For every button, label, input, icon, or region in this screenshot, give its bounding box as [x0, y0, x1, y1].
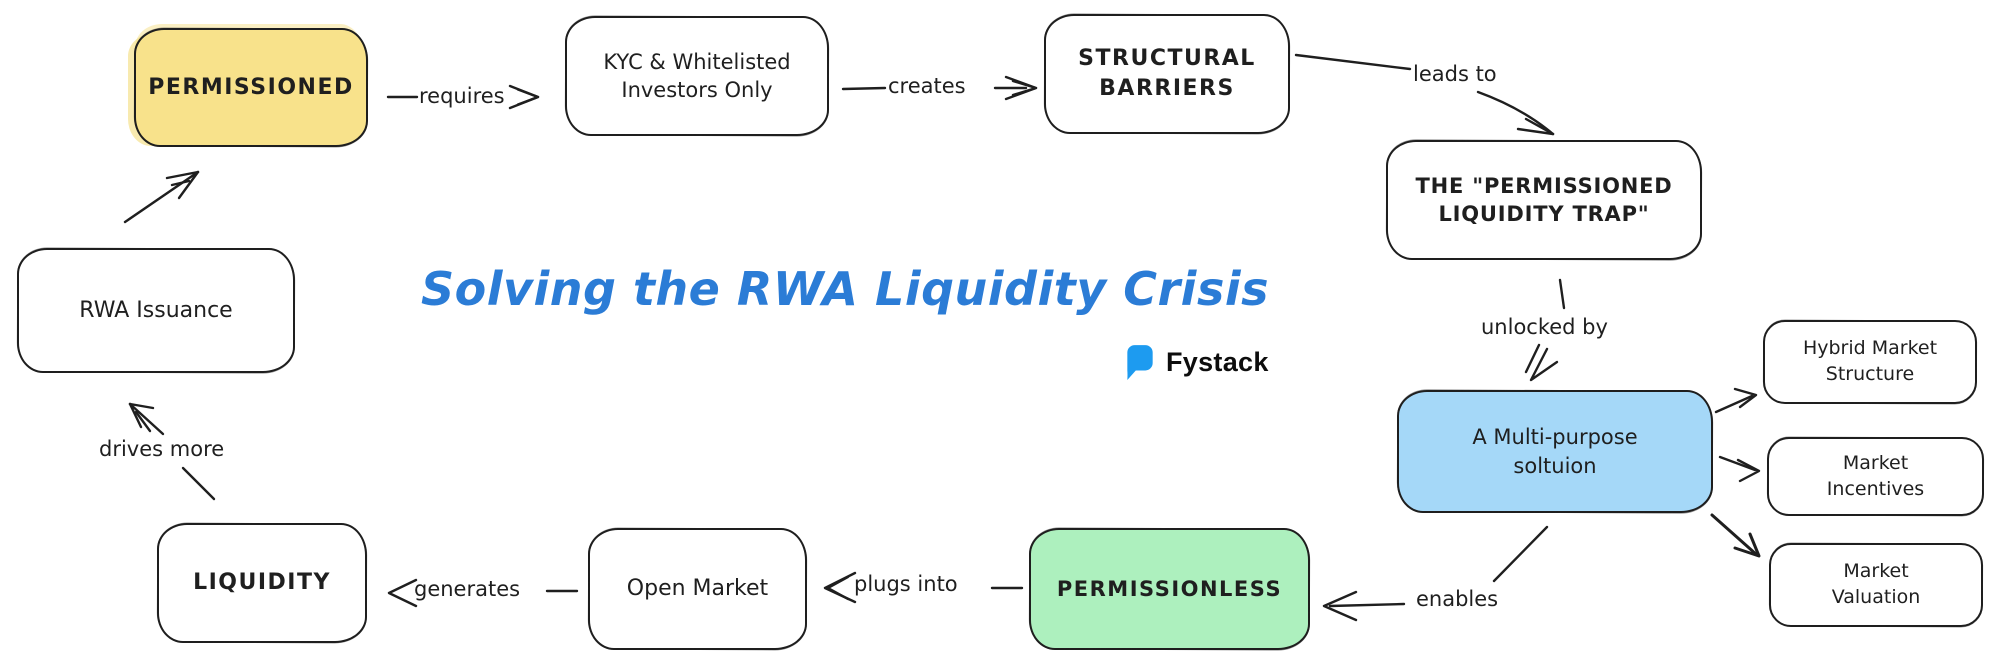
edge-label-creates: creates — [888, 74, 966, 98]
page-title: Solving the RWA Liquidity Crisis — [421, 262, 1269, 316]
node-permissioned: PERMISSIONED — [134, 28, 368, 147]
node-multi-purpose-solution-label: A Multi-purpose soltuion — [1472, 425, 1638, 478]
node-kyc-whitelisted: KYC & Whitelisted Investors Only — [565, 16, 829, 136]
edge-label-generates: generates — [414, 577, 521, 601]
node-permissionless: PERMISSIONLESS — [1029, 528, 1310, 650]
arrow-solution-to-hybrid — [1714, 387, 1758, 414]
node-market-valuation-label: Market Valuation — [1831, 560, 1921, 608]
arrow-solution-to-incentives — [1718, 455, 1761, 483]
node-open-market: Open Market — [588, 528, 807, 650]
edge-label-requires: requires — [419, 84, 505, 108]
node-permissionless-label: PERMISSIONLESS — [1056, 576, 1283, 601]
edge-label-plugs-into: plugs into — [854, 572, 958, 596]
node-kyc-whitelisted-label: KYC & Whitelisted Investors Only — [603, 49, 791, 102]
node-open-market-label: Open Market — [626, 576, 769, 602]
node-market-valuation: Market Valuation — [1769, 543, 1983, 627]
node-hybrid-market-structure-label: Hybrid Market Structure — [1802, 337, 1938, 385]
edge-label-leads-to: leads to — [1413, 62, 1497, 86]
node-multi-purpose-solution: A Multi-purpose soltuion — [1397, 390, 1713, 513]
node-permissioned-liquidity-trap-label: THE "PERMISSIONED LIQUIDITY TRAP" — [1415, 173, 1673, 226]
arrow-solution-to-valuation — [1710, 513, 1761, 558]
edge-label-drives-more: drives more — [99, 437, 225, 461]
node-liquidity: LIQUIDITY — [157, 523, 367, 643]
node-market-incentives-label: Market Incentives — [1826, 451, 1925, 500]
node-market-incentives: Market Incentives — [1767, 437, 1984, 516]
brand-name: Fystack — [1166, 346, 1269, 377]
arrow-issuance-to-permissioned — [123, 170, 200, 224]
node-structural-barriers: STRUCTURAL BARRIERS — [1044, 14, 1290, 134]
edge-label-unlocked-by: unlocked by — [1481, 315, 1608, 339]
edge-label-enables: enables — [1416, 587, 1499, 611]
node-permissioned-label: PERMISSIONED — [148, 74, 354, 100]
speech-bubble-icon — [1127, 345, 1153, 380]
node-rwa-issuance: RWA Issuance — [17, 248, 295, 373]
node-rwa-issuance-label: RWA Issuance — [79, 297, 233, 323]
node-liquidity-label: LIQUIDITY — [193, 570, 331, 596]
node-permissioned-liquidity-trap: THE "PERMISSIONED LIQUIDITY TRAP" — [1386, 140, 1702, 260]
node-hybrid-market-structure: Hybrid Market Structure — [1763, 320, 1977, 404]
brand-logo: Fystack — [1124, 343, 1269, 381]
node-structural-barriers-label: STRUCTURAL BARRIERS — [1078, 46, 1256, 101]
